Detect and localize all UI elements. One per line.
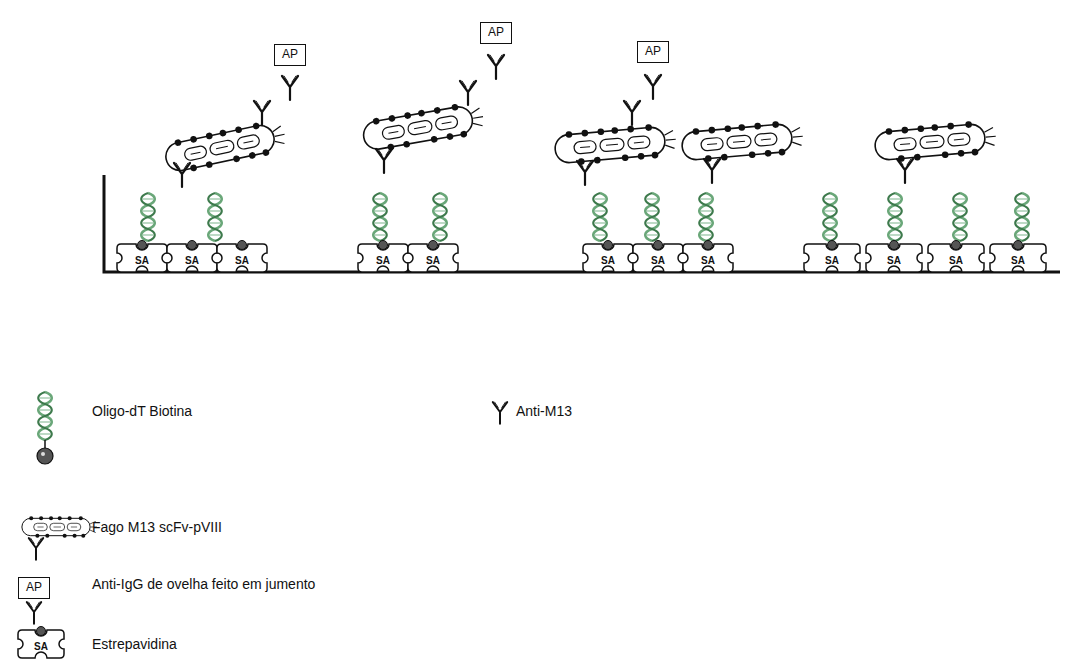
oligo-helix xyxy=(823,193,837,241)
legend-biotin-detail xyxy=(41,452,45,456)
streptavidin-label: SA xyxy=(135,255,149,266)
streptavidin-label: SA xyxy=(949,255,963,266)
oligo-helix xyxy=(141,193,155,241)
biotin-dot xyxy=(429,241,438,250)
biotin-dot xyxy=(238,241,247,250)
streptavidin-piece: SA xyxy=(990,244,1046,272)
legend-samples xyxy=(22,392,507,624)
oligo-helix xyxy=(433,193,447,241)
streptavidin-label: SA xyxy=(1011,255,1025,266)
oligo-helix xyxy=(888,193,902,241)
streptavidin-label: SA xyxy=(601,255,615,266)
streptavidin-piece: SA xyxy=(18,630,64,658)
streptavidin-piece: SA xyxy=(408,244,458,272)
oligo-helix xyxy=(699,193,713,241)
anti-m13-antibody xyxy=(624,101,640,125)
enzyme-label-box: AP xyxy=(480,22,512,44)
enzyme-label-box: AP xyxy=(274,44,306,66)
biotin-dot xyxy=(379,241,388,250)
legend-phage-antibody xyxy=(29,538,43,560)
oligo-helices xyxy=(141,193,1029,241)
streptavidin-piece: SA xyxy=(583,244,633,272)
biotin-dot xyxy=(37,627,46,636)
enzyme-label: AP xyxy=(282,48,298,61)
streptavidin-label: SA xyxy=(34,641,48,652)
biotin-dot xyxy=(604,241,613,250)
streptavidin-label: SA xyxy=(887,255,901,266)
anti-m13-antibody xyxy=(577,161,593,185)
streptavidin-label: SA xyxy=(376,255,390,266)
streptavidin-piece: SA xyxy=(117,244,167,272)
oligo-helix xyxy=(953,193,967,241)
biotin-dot xyxy=(1014,241,1023,250)
anti-m13-antibody xyxy=(460,81,476,105)
ap-conjugated-antibody xyxy=(645,75,661,99)
streptavidin-label: SA xyxy=(185,255,199,266)
oligo-helix xyxy=(1015,193,1029,241)
streptavidin-label: SA xyxy=(651,255,665,266)
biotin-dot xyxy=(890,241,899,250)
anti-m13-antibody xyxy=(897,159,913,183)
streptavidin-piece: SA xyxy=(633,244,683,272)
biotin-dot xyxy=(828,241,837,250)
streptavidin-label: SA xyxy=(825,255,839,266)
legend-label: Anti-IgG de ovelha feito em jumento xyxy=(92,576,315,593)
enzyme-label: AP xyxy=(645,45,661,58)
biotin-dot xyxy=(952,241,961,250)
phage-particle xyxy=(554,122,678,167)
anti-m13-antibody xyxy=(704,159,720,183)
phage-particle xyxy=(874,119,998,164)
anti-m13-antibody xyxy=(376,149,392,173)
legend-label: Anti-M13 xyxy=(516,403,572,420)
streptavidin-label: SA xyxy=(701,255,715,266)
streptavidin-piece: SA xyxy=(683,244,733,272)
oligo-helix xyxy=(593,193,607,241)
legend-anti-m13 xyxy=(493,402,507,424)
oligo-helix xyxy=(645,193,659,241)
phage-particle xyxy=(163,117,289,176)
streptavidin-label: SA xyxy=(235,255,249,266)
oligo-helix xyxy=(373,193,387,241)
enzyme-label: AP xyxy=(488,26,504,39)
legend-biotin-link xyxy=(44,440,46,448)
streptavidin-piece: SA xyxy=(866,244,922,272)
biotin-dot xyxy=(188,241,197,250)
plate-surface xyxy=(104,175,1060,272)
anti-m13-antibody xyxy=(254,101,270,125)
biotin-dot xyxy=(654,241,663,250)
enzyme-label-box: AP xyxy=(637,41,669,63)
legend-ap-antibody xyxy=(27,602,41,624)
legend-biotin xyxy=(37,448,53,464)
streptavidin-label: SA xyxy=(426,255,440,266)
phage-particle xyxy=(681,119,805,164)
enzyme-label-box: AP xyxy=(18,577,50,599)
streptavidin-piece: SA xyxy=(167,244,217,272)
streptavidin-piece: SA xyxy=(928,244,984,272)
legend-phage xyxy=(22,516,97,537)
biotin-dot xyxy=(138,241,147,250)
biotin-dot xyxy=(704,241,713,250)
phage-particle xyxy=(361,100,486,155)
legend-label: Fago M13 scFv-pVIII xyxy=(92,519,222,536)
secondary-antibodies xyxy=(254,55,661,125)
legend-label: Oligo-dT Biotina xyxy=(92,403,192,420)
ap-conjugated-antibody xyxy=(488,55,504,79)
phages xyxy=(163,100,998,187)
enzyme-label: AP xyxy=(26,581,42,594)
streptavidin-piece: SA xyxy=(358,244,408,272)
streptavidin-piece: SA xyxy=(804,244,860,272)
streptavidin-piece: SA xyxy=(217,244,267,272)
oligo-helix xyxy=(208,193,222,241)
legend-label: Estrepavidina xyxy=(92,636,177,653)
legend-oligo-helix xyxy=(38,392,52,440)
anti-m13-antibody xyxy=(174,163,190,187)
ap-conjugated-antibody xyxy=(282,76,298,100)
